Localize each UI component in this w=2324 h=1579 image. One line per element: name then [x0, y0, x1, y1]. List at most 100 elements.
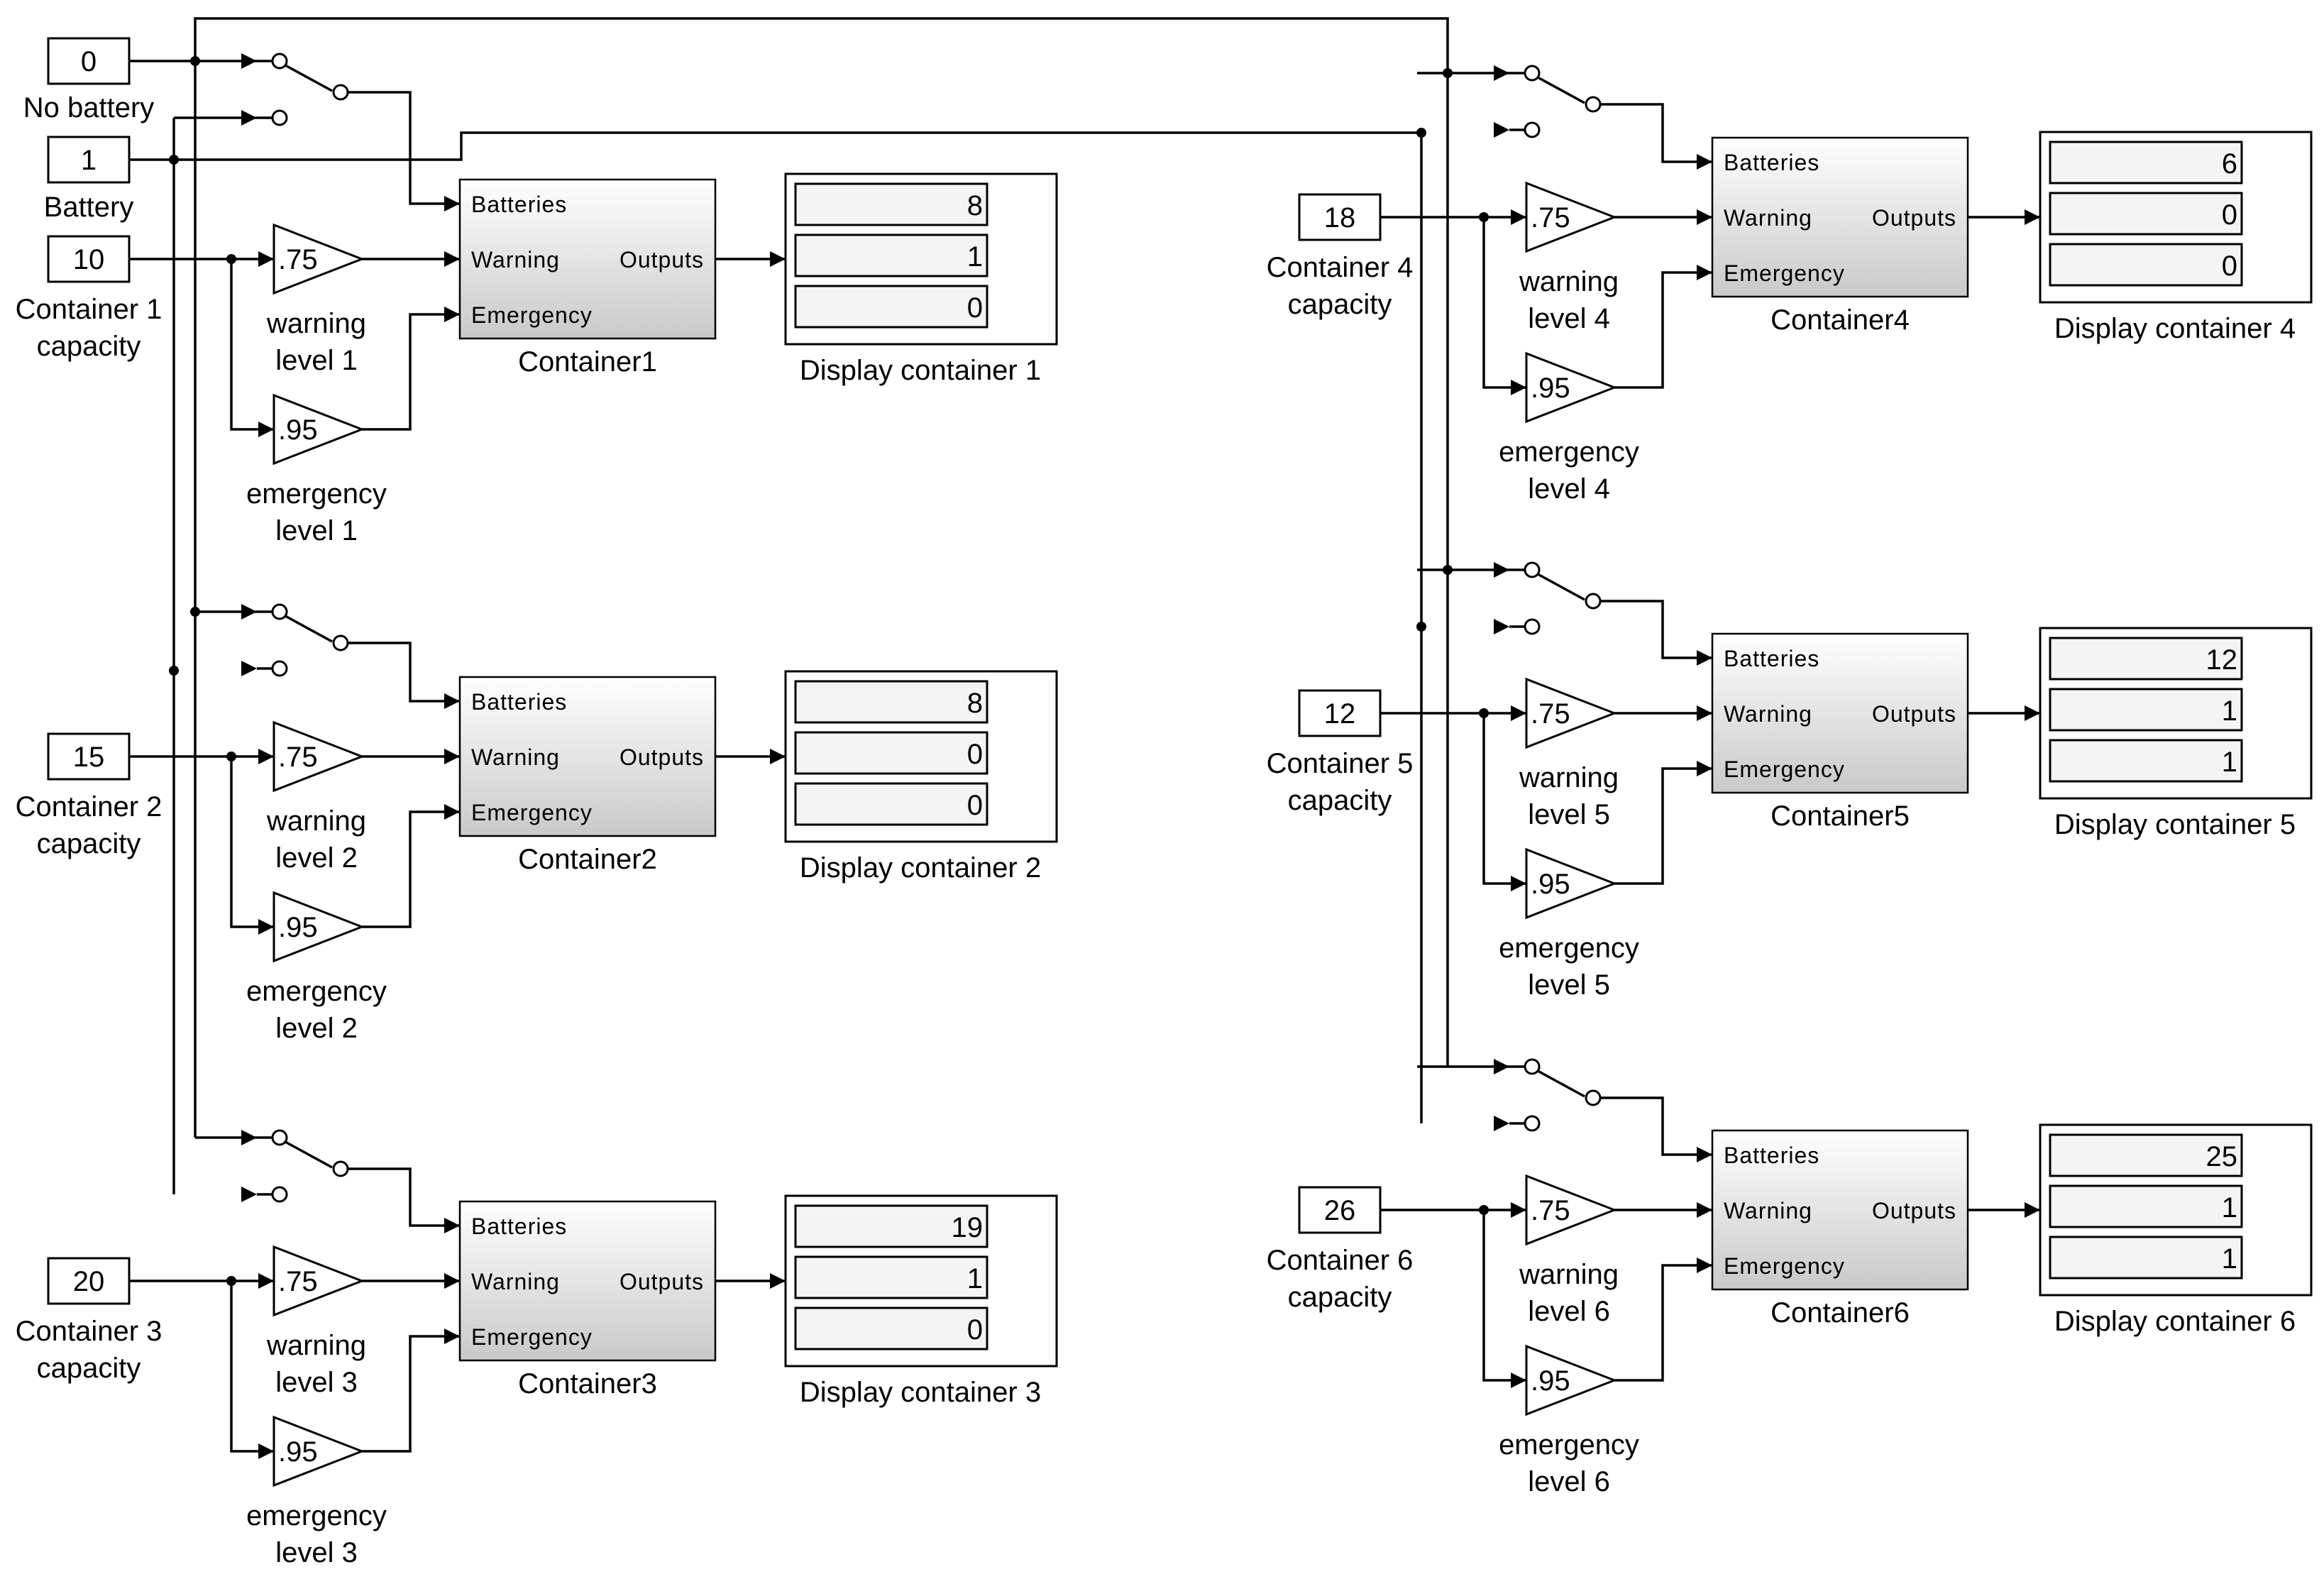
emergency-label-5: emergency: [1499, 932, 1639, 964]
switch-contact[interactable]: [1524, 1058, 1541, 1075]
warning-gain-4[interactable]: [1525, 181, 1618, 253]
container-subsystem-5[interactable]: [1711, 632, 1969, 794]
switch-lever[interactable]: [285, 1140, 333, 1169]
capacity-constant-6[interactable]: [1298, 1186, 1382, 1234]
arrowhead: [1511, 1372, 1526, 1388]
emergency-gain-1[interactable]: [272, 393, 365, 466]
emergency-gain-5[interactable]: [1525, 847, 1618, 920]
switch-output-contact[interactable]: [332, 634, 349, 651]
emergency-label-6-line2: level 6: [1528, 1466, 1610, 1497]
capacity-constant-2[interactable]: [47, 732, 131, 781]
capacity-constant-4-value: 18: [1324, 202, 1356, 233]
capacity-label-2: Container 2: [16, 791, 163, 822]
emergency-gain-6[interactable]: [1525, 1344, 1618, 1416]
switch-contact[interactable]: [1524, 1115, 1541, 1132]
switch-lever[interactable]: [285, 615, 333, 643]
warning-gain-5[interactable]: [1525, 677, 1618, 749]
warning-gain-5-value: .75: [1531, 698, 1570, 730]
junction-dot: [1416, 622, 1426, 632]
emergency-gain-1-value: .95: [278, 414, 318, 446]
container-subsystem-2[interactable]: [458, 676, 717, 837]
switch-contact[interactable]: [1524, 618, 1541, 635]
switch-output-contact[interactable]: [332, 84, 349, 101]
container-subsystem-1[interactable]: [458, 178, 717, 340]
emergency-gain-3[interactable]: [272, 1415, 365, 1487]
arrowhead: [2025, 705, 2040, 721]
signal-line: [348, 91, 460, 205]
capacity-label-4-line2: capacity: [1288, 289, 1392, 320]
capacity-constant-5[interactable]: [1298, 689, 1382, 737]
display-name-6: Display container 6: [2054, 1306, 2296, 1337]
arrowhead: [258, 749, 274, 764]
arrowhead: [241, 661, 257, 676]
arrowhead: [1697, 1258, 1712, 1273]
display-value: 0: [967, 1314, 983, 1346]
capacity-constant-5-value: 12: [1324, 698, 1356, 730]
port-outputs: Outputs: [619, 1269, 704, 1294]
switch-lever[interactable]: [1537, 1069, 1585, 1098]
emergency-gain-6-value: .95: [1531, 1365, 1570, 1397]
emergency-label-2: emergency: [246, 976, 387, 1007]
warning-label-3: warning: [266, 1330, 366, 1361]
arrowhead: [1511, 380, 1526, 395]
switch-contact[interactable]: [271, 603, 288, 620]
port-warning: Warning: [1724, 205, 1812, 231]
display-field: [2049, 739, 2243, 783]
switch-output-contact[interactable]: [1585, 1089, 1602, 1106]
arrowhead: [770, 1273, 786, 1289]
switch-contact[interactable]: [1524, 561, 1541, 578]
container-subsystem-3[interactable]: [458, 1200, 717, 1362]
emergency-label-2-line2: level 2: [275, 1013, 358, 1044]
container-subsystem-6[interactable]: [1711, 1129, 1969, 1291]
container-name-6: Container6: [1770, 1297, 1910, 1328]
warning-gain-1[interactable]: [272, 223, 365, 295]
display-name-1: Display container 1: [800, 355, 1041, 386]
display-value: 1: [2222, 1243, 2237, 1275]
warning-gain-2[interactable]: [272, 720, 365, 793]
switch-lever[interactable]: [1537, 573, 1585, 601]
emergency-label-3: emergency: [246, 1500, 387, 1531]
port-batteries: Batteries: [1724, 1143, 1819, 1168]
warning-gain-4-value: .75: [1531, 202, 1570, 233]
emergency-gain-2[interactable]: [272, 891, 365, 963]
warning-gain-6[interactable]: [1525, 1174, 1618, 1246]
display-name-3: Display container 3: [800, 1377, 1041, 1408]
switch-contact[interactable]: [1524, 65, 1541, 82]
switch-output-contact[interactable]: [1585, 96, 1602, 113]
switch-contact[interactable]: [271, 1186, 288, 1203]
capacity-constant-1[interactable]: [47, 235, 131, 283]
switch-contact[interactable]: [271, 109, 288, 126]
switch-lever[interactable]: [285, 64, 333, 92]
arrowhead: [1494, 65, 1509, 81]
signal-line: [1482, 1210, 1526, 1382]
switch-output-contact[interactable]: [332, 1160, 349, 1177]
warning-gain-1-value: .75: [278, 244, 318, 275]
display-field: [2049, 141, 2243, 185]
display-field: [794, 1255, 988, 1299]
port-warning: Warning: [471, 1269, 560, 1294]
capacity-constant-6-value: 26: [1324, 1195, 1356, 1226]
warning-label-1: warning: [266, 308, 366, 339]
constant-battery[interactable]: [47, 136, 131, 184]
display-field: [794, 1306, 988, 1350]
arrowhead: [1697, 705, 1712, 721]
container-subsystem-4[interactable]: [1711, 136, 1969, 298]
port-batteries: Batteries: [471, 1214, 567, 1239]
switch-contact[interactable]: [271, 53, 288, 70]
arrowhead: [444, 693, 460, 709]
switch-contact[interactable]: [271, 660, 288, 677]
capacity-label-1-line2: capacity: [37, 331, 141, 362]
emergency-gain-4[interactable]: [1525, 351, 1618, 424]
switch-contact[interactable]: [271, 1129, 288, 1146]
display-value: 0: [2222, 199, 2237, 231]
warning-gain-3[interactable]: [272, 1245, 365, 1317]
capacity-constant-4[interactable]: [1298, 193, 1382, 241]
switch-contact[interactable]: [1524, 121, 1541, 138]
switch-lever[interactable]: [1537, 76, 1585, 104]
switch-output-contact[interactable]: [1585, 593, 1602, 610]
capacity-constant-3[interactable]: [47, 1257, 131, 1305]
port-outputs: Outputs: [1872, 1198, 1956, 1223]
warning-label-2-line2: level 2: [275, 842, 358, 874]
constant-no-battery[interactable]: [47, 37, 131, 85]
